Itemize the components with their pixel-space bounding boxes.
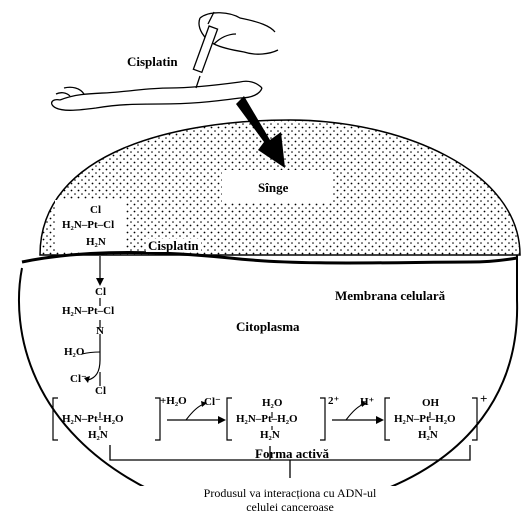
bracket-left-3	[385, 398, 390, 440]
blood-label: Sînge	[258, 181, 288, 194]
bracket-right-3	[472, 398, 477, 440]
complex1-core: H₂N–Pt–H₂O	[62, 414, 124, 425]
top-molecule-core: H₂N–Pt–Cl	[62, 220, 114, 231]
complex1-bottom: H₂N	[88, 430, 108, 441]
dna-interaction-caption: Produsul va interacționa cu ADN-ul celul…	[140, 486, 440, 514]
complex3-bottom: H₂N	[418, 430, 438, 441]
chloride-released-label: Cl⁻	[204, 397, 221, 408]
chloride-out-label: Cl⁻	[70, 374, 87, 385]
charge-plus-label: +	[480, 392, 487, 405]
complex2-top: H₂O	[262, 398, 282, 409]
bracket-right-2	[320, 398, 325, 440]
mid-molecule-cl: Cl	[95, 287, 106, 298]
arm-drawing	[52, 81, 262, 110]
membrane-cisplatin-label: Cisplatin	[146, 239, 201, 252]
cisplatin-injection-label: Cisplatin	[127, 55, 178, 68]
entry-arrowhead	[96, 278, 104, 286]
complex2-bottom: H₂N	[260, 430, 280, 441]
proton-released-label: H⁺	[360, 397, 374, 408]
syringe-hand-drawing	[193, 12, 278, 88]
caption-line-1: Produsul va interacționa cu ADN-ul	[140, 486, 440, 500]
plus-water-label: +H₂O	[160, 396, 187, 407]
complex3-core: H₂N–Pt–H₂O	[394, 414, 456, 425]
mid-molecule-core: H₂N–Pt–Cl	[62, 306, 114, 317]
top-molecule-cl: Cl	[90, 205, 101, 216]
cell-membrane-label: Membrana celulară	[335, 289, 445, 302]
caption-line-2: celulei canceroase	[140, 500, 440, 514]
water-in-label: H₂O	[64, 347, 84, 358]
water-curve-arrow	[88, 334, 100, 380]
bracket-left-1	[53, 398, 58, 440]
charge-2plus-label: 2⁺	[328, 396, 339, 407]
complex2-core: H₂N–Pt–H₂O	[236, 414, 298, 425]
bracket-left-2	[227, 398, 232, 440]
cytoplasm-label: Citoplasma	[236, 320, 300, 333]
mid-molecule-n: N	[96, 326, 104, 337]
top-molecule-amine: H₂N	[86, 237, 106, 248]
complex1-top: Cl	[95, 386, 106, 397]
complex3-top: OH	[422, 398, 439, 409]
active-form-label: Forma activă	[255, 447, 329, 460]
